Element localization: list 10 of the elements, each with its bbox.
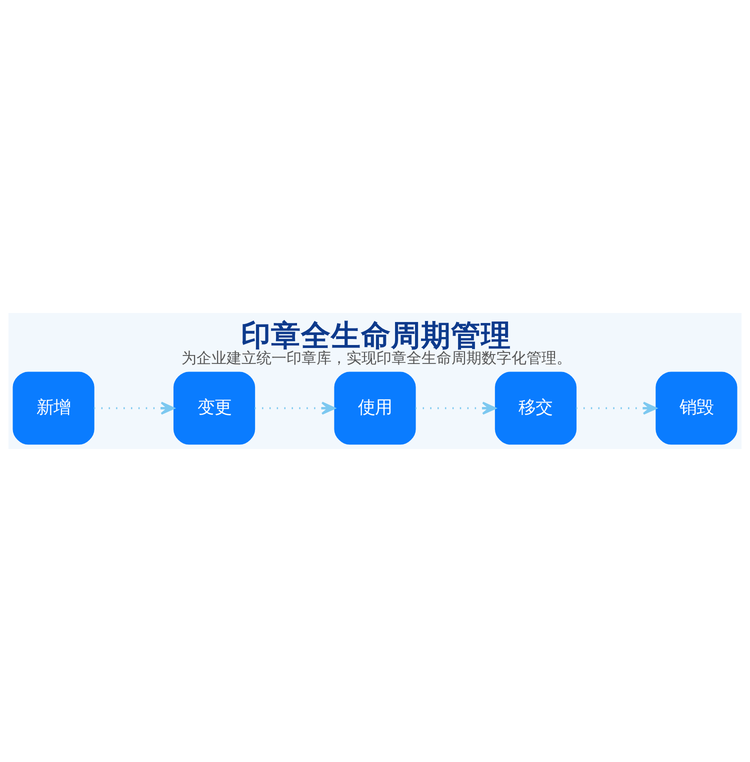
arrow — [576, 402, 657, 415]
arrow — [94, 402, 175, 415]
node-box: 销毁 — [656, 372, 738, 445]
node-box: 变更 — [173, 372, 256, 445]
arrow — [415, 402, 496, 415]
arrow — [254, 402, 336, 415]
caption: 为企业建立统一印章库，实现印章全生命周期数字化管理。 — [182, 350, 572, 368]
node-box: 使用 — [334, 372, 416, 445]
node-box: 移交 — [494, 372, 577, 445]
node-box: 新增 — [12, 372, 94, 445]
